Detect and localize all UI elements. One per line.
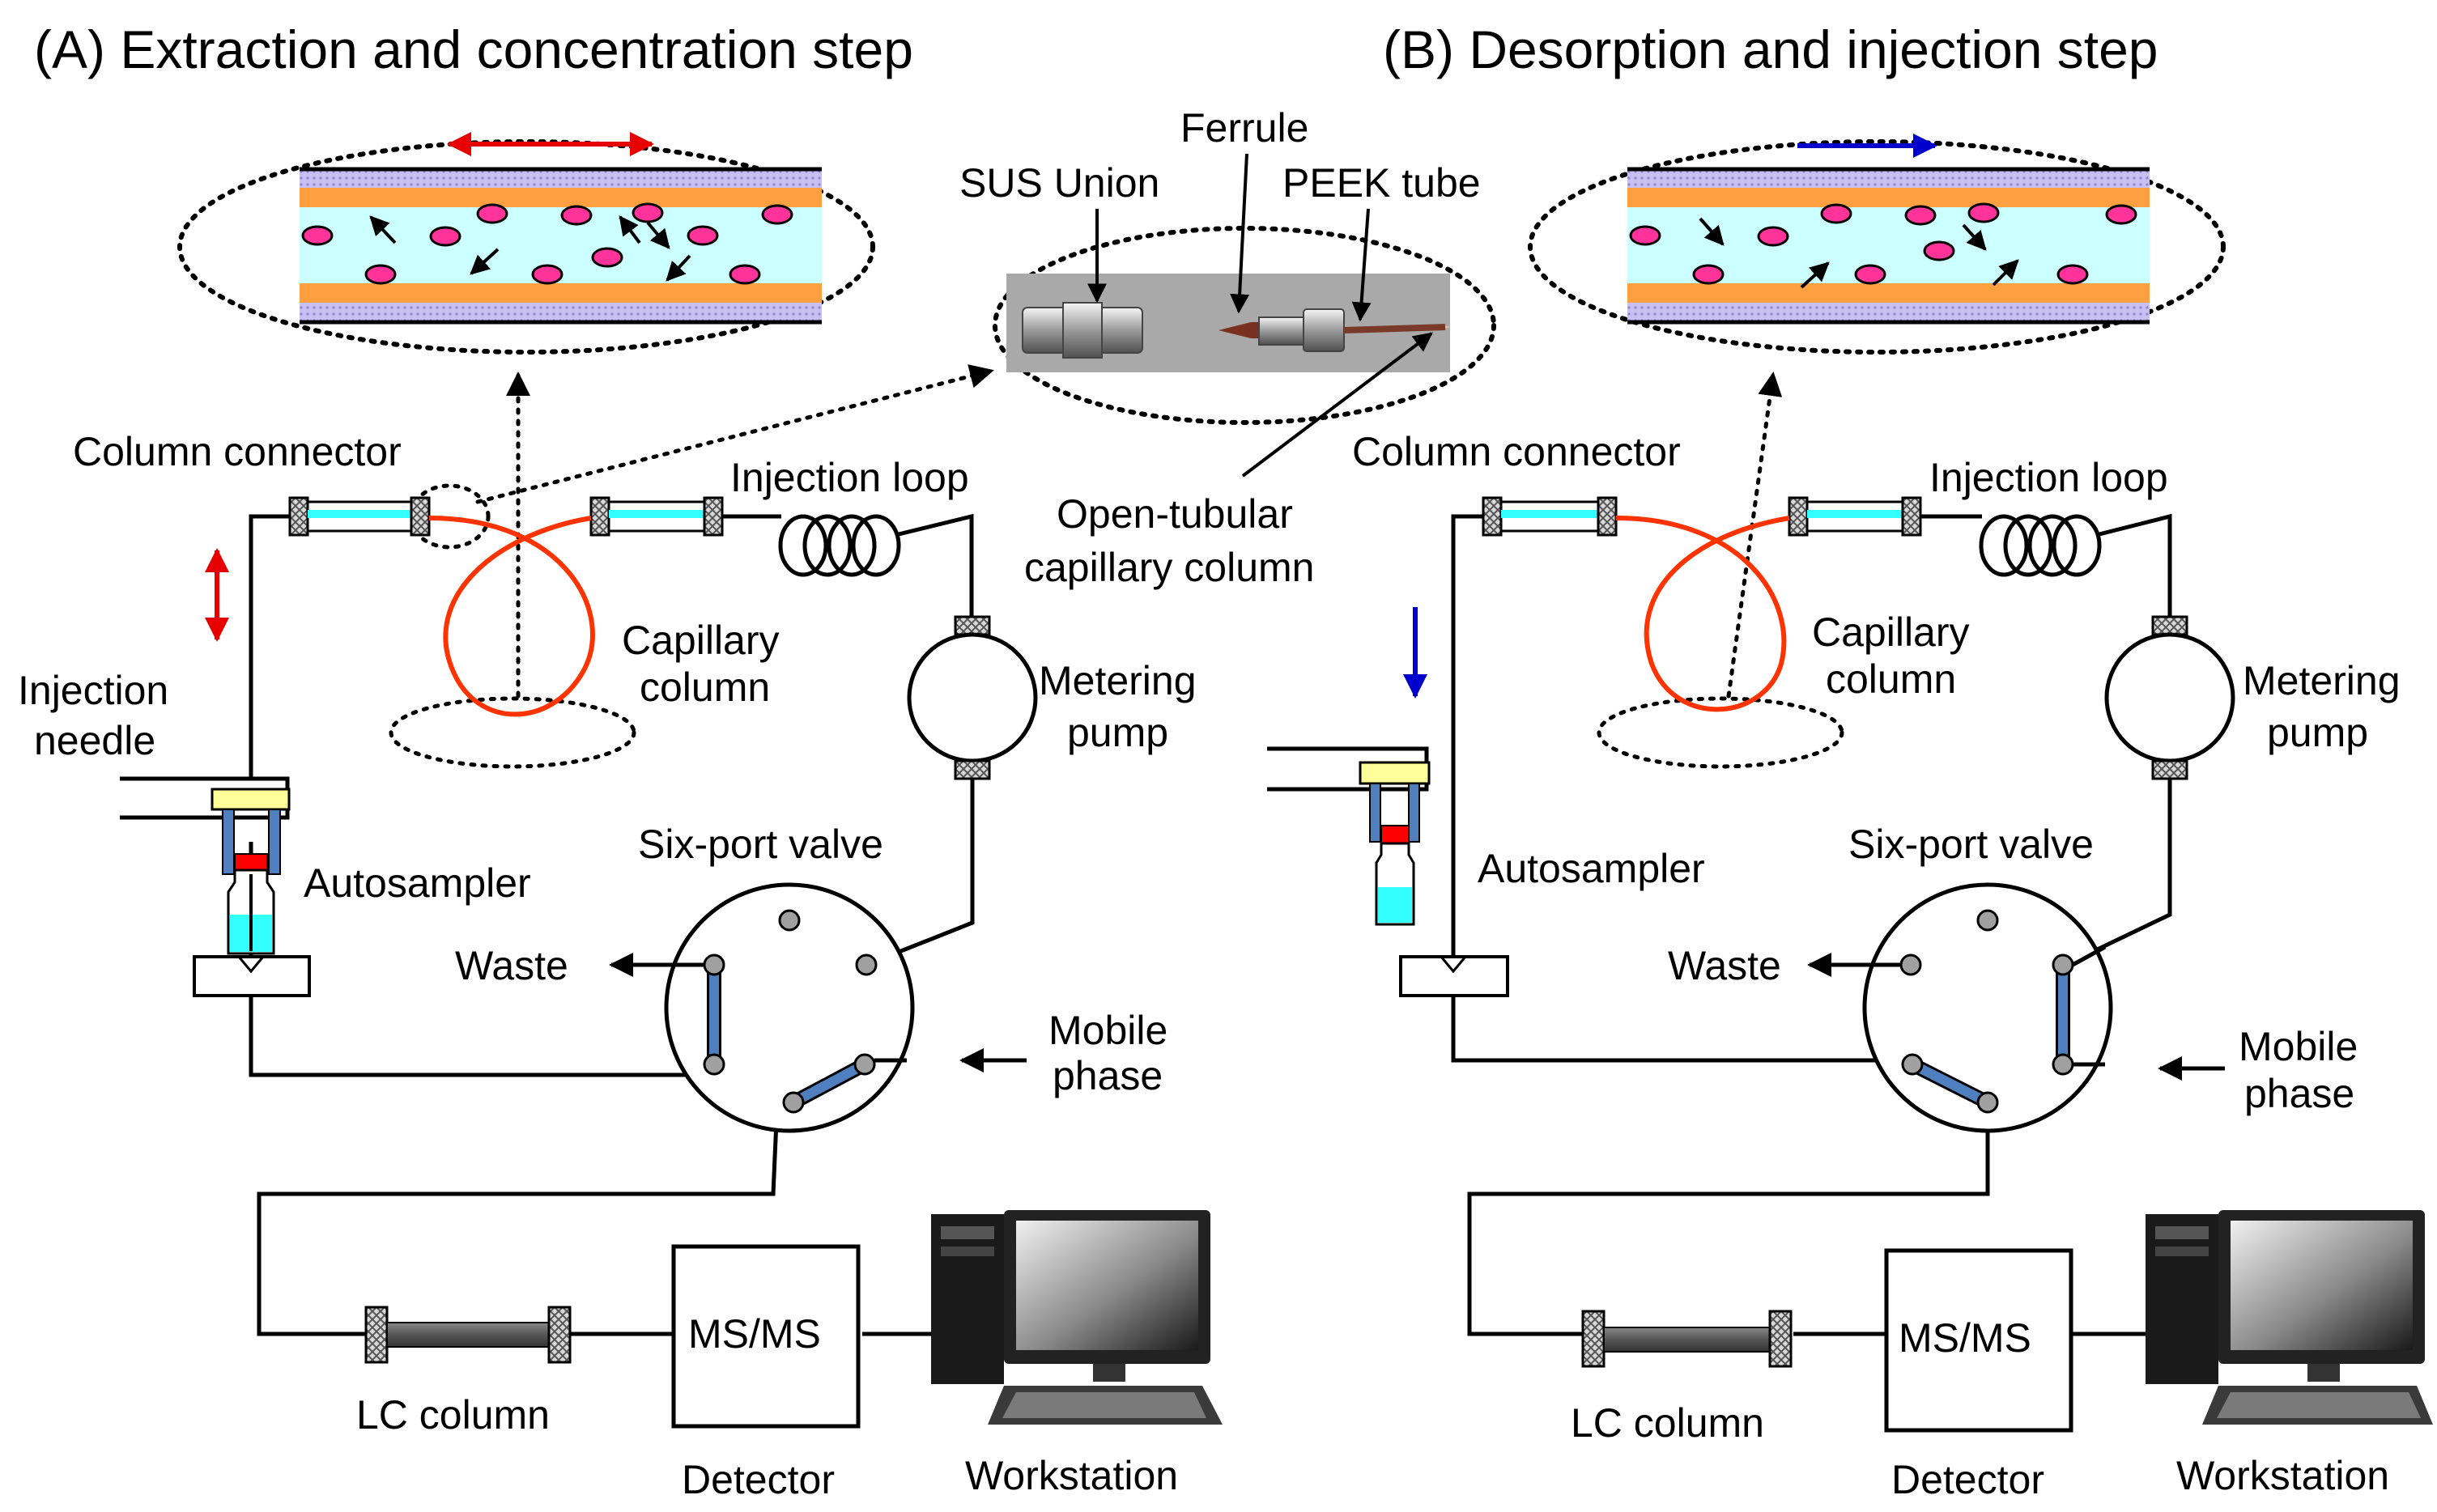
label-metering-b-2: pump (2267, 710, 2368, 755)
label-autosampler-b: Autosampler (1478, 846, 1705, 891)
analyte-molecules-b (1629, 202, 2137, 285)
msms-detector-a (671, 1244, 861, 1429)
injection-loop-coil-b (1920, 513, 2172, 617)
panel-a: Ferrule SUS Union PEEK tube Open-tubular… (18, 105, 1496, 1502)
label-ferrule: Ferrule (1180, 105, 1308, 151)
column-connector-b (1482, 496, 1618, 537)
injection-loop-connector-b (1788, 496, 1922, 537)
label-injection-loop-a: Injection loop (730, 455, 969, 500)
peek-tube-part (1343, 324, 1446, 333)
label-waste-b: Waste (1668, 943, 1781, 988)
autosampler-tray-b (1399, 955, 1509, 997)
panel-a-title: (A) Extraction and concentration step (34, 19, 913, 79)
label-msms-a: MS/MS (688, 1311, 821, 1357)
injection-needle-b (1267, 746, 1431, 843)
label-workstation-a: Workstation (965, 1453, 1178, 1498)
label-capillary-b-2: column (1826, 656, 1956, 702)
label-msms-b: MS/MS (1899, 1315, 2031, 1361)
workstation-computer-a (931, 1210, 1223, 1425)
label-metering-b-1: Metering (2243, 658, 2401, 703)
injection-loop-connector-a (589, 496, 724, 537)
label-lc-column-b: LC column (1571, 1400, 1764, 1446)
lc-column-a (364, 1306, 572, 1364)
label-capillary-b-1: Capillary (1812, 609, 1970, 655)
ferrule-part (1218, 322, 1259, 338)
label-column-connector-b: Column connector (1352, 429, 1681, 474)
label-column-connector-a: Column connector (73, 429, 402, 474)
analyte-molecules-a (301, 202, 793, 285)
label-mobile-b-2: phase (2244, 1071, 2354, 1116)
workstation-computer-b (2146, 1210, 2433, 1425)
label-autosampler-a: Autosampler (304, 860, 531, 906)
label-peek-tube: PEEK tube (1282, 160, 1481, 206)
injection-needle-a (120, 776, 291, 820)
metering-pump-a (907, 615, 1038, 780)
capillary-cross-section-a (177, 132, 875, 355)
label-lc-column-a: LC column (356, 1392, 550, 1438)
label-workstation-b: Workstation (2176, 1453, 2389, 1498)
label-capillary-a-2: column (640, 665, 770, 710)
capillary-column-loop-b (1615, 516, 1790, 712)
label-six-port-valve-b: Six-port valve (1848, 822, 2094, 867)
injection-loop-coil-a (722, 513, 974, 617)
label-metering-a-2: pump (1067, 710, 1168, 755)
label-capillary-a-1: Capillary (622, 618, 780, 663)
label-detector-a: Detector (682, 1457, 835, 1502)
label-six-port-valve-a: Six-port valve (638, 822, 883, 867)
panel-b: Column connector Injection loop Capillar… (1267, 134, 2433, 1502)
connector-photo-inset (993, 226, 1496, 425)
label-mobile-b-1: Mobile (2239, 1024, 2358, 1069)
label-detector-b: Detector (1891, 1457, 2044, 1502)
label-injection-needle-a-1: Injection (18, 668, 168, 713)
msms-detector-b (1884, 1248, 2073, 1433)
metering-pump-b (2104, 615, 2235, 780)
label-mobile-a-1: Mobile (1048, 1008, 1167, 1053)
label-mobile-a-2: phase (1053, 1053, 1163, 1098)
column-connector-a (288, 496, 431, 537)
capillary-column-loop-a (428, 516, 595, 717)
label-metering-a-1: Metering (1039, 658, 1197, 703)
capillary-cross-section-b (1528, 134, 2226, 355)
six-port-valve-a (664, 882, 915, 1133)
six-port-valve-b (1862, 882, 2113, 1133)
sample-vial-b (1375, 825, 1415, 926)
label-injection-needle-a-2: needle (34, 718, 155, 763)
sample-vial-a (193, 809, 311, 997)
panel-b-title: (B) Desorption and injection step (1383, 19, 2158, 79)
label-waste-a: Waste (455, 943, 568, 988)
label-sus-union: SUS Union (959, 160, 1159, 206)
label-open-tubular-1: Open-tubular (1057, 491, 1293, 537)
label-open-tubular-2: capillary column (1024, 545, 1314, 590)
lc-column-b (1581, 1310, 1793, 1368)
label-injection-loop-b: Injection loop (1929, 455, 2168, 500)
